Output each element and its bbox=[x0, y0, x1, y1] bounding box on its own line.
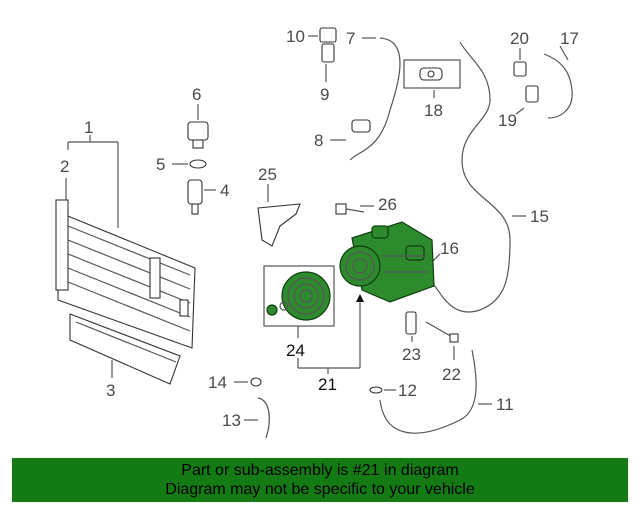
fitting-23-part[interactable] bbox=[405, 311, 417, 335]
callout-20: 20 bbox=[510, 29, 529, 48]
callout-26: 26 bbox=[378, 195, 397, 214]
callout-10: 10 bbox=[286, 27, 305, 46]
parts-diagram: 1 2 3 4 5 6 7 8 10 9 11 bbox=[55, 27, 579, 439]
callout-19: 19 bbox=[498, 111, 517, 130]
seal-ring-12-part[interactable] bbox=[369, 386, 383, 394]
pressure-switch-part[interactable] bbox=[187, 121, 209, 149]
valve-20-part[interactable] bbox=[513, 61, 527, 77]
callout-15: 15 bbox=[530, 207, 549, 226]
fitting-13-part[interactable] bbox=[257, 397, 270, 439]
o-ring-part[interactable] bbox=[189, 159, 207, 169]
callout-3: 3 bbox=[106, 381, 115, 400]
callout-12: 12 bbox=[398, 381, 417, 400]
line-15-part[interactable] bbox=[429, 41, 511, 313]
callout-7: 7 bbox=[346, 29, 355, 48]
hose-17-part[interactable] bbox=[543, 53, 573, 119]
callout-23: 23 bbox=[402, 345, 421, 364]
sensor-part[interactable] bbox=[187, 179, 203, 215]
info-banner: Part or sub-assembly is #21 in diagram D… bbox=[12, 458, 628, 502]
valve-19-part[interactable] bbox=[525, 85, 539, 103]
o-ring-14-part[interactable] bbox=[250, 377, 262, 387]
callout-13: 13 bbox=[222, 411, 241, 430]
callout-16: 16 bbox=[440, 239, 459, 258]
callout-22: 22 bbox=[442, 365, 461, 384]
callout-18: 18 bbox=[424, 101, 443, 120]
callout-6: 6 bbox=[192, 85, 201, 104]
footer-line-1: Part or sub-assembly is #21 in diagram bbox=[181, 462, 459, 479]
callout-9: 9 bbox=[320, 85, 329, 104]
plate-18-part[interactable] bbox=[403, 59, 461, 89]
condenser-part[interactable] bbox=[55, 199, 196, 349]
callout-21: 21 bbox=[318, 375, 337, 394]
callout-25: 25 bbox=[258, 165, 277, 184]
callout-17: 17 bbox=[560, 29, 579, 48]
lower-hose-part[interactable] bbox=[379, 349, 477, 434]
callout-14: 14 bbox=[208, 373, 227, 392]
bracket-25-part[interactable] bbox=[257, 203, 301, 247]
callout-1: 1 bbox=[84, 118, 93, 137]
callout-5: 5 bbox=[156, 155, 165, 174]
clutch-box bbox=[263, 265, 335, 327]
footer-line-2: Diagram may not be specific to your vehi… bbox=[165, 481, 475, 498]
clutch-24-part[interactable] bbox=[266, 271, 331, 321]
bolt-26-part[interactable] bbox=[335, 203, 365, 215]
compressor-21-part[interactable] bbox=[339, 221, 435, 303]
bolt-22-part[interactable] bbox=[425, 321, 459, 343]
callout-2: 2 bbox=[60, 157, 69, 176]
callout-11: 11 bbox=[496, 395, 514, 414]
callout-4: 4 bbox=[220, 181, 229, 200]
valve-part[interactable] bbox=[319, 27, 337, 63]
callout-24: 24 bbox=[286, 341, 305, 360]
hose-part[interactable] bbox=[349, 37, 401, 161]
seal-part[interactable] bbox=[69, 313, 181, 385]
callout-8: 8 bbox=[314, 131, 323, 150]
